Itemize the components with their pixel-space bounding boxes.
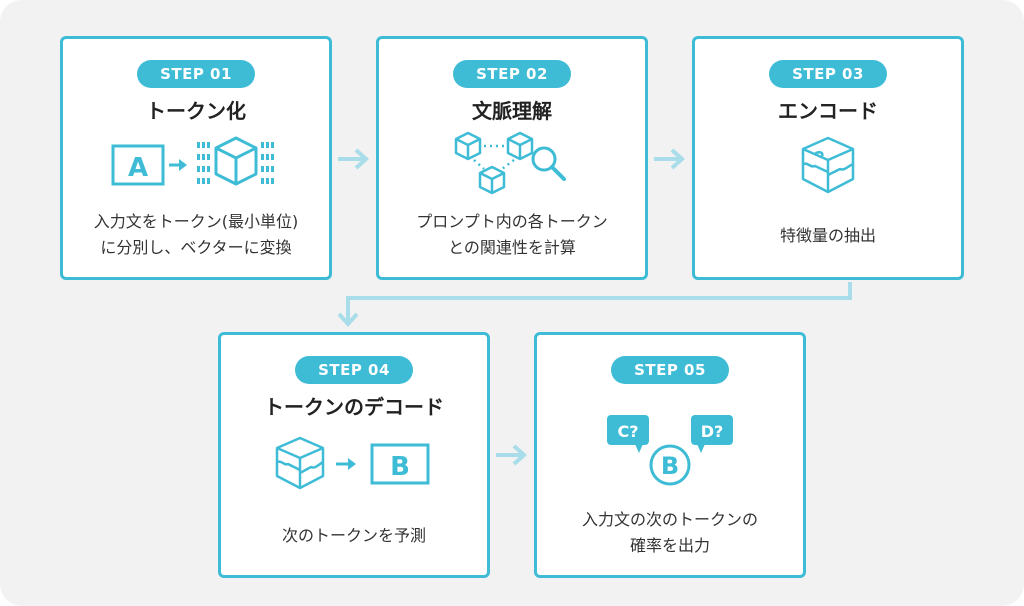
desc-line: との関連性を計算 xyxy=(448,238,576,257)
puzzle-cube-icon xyxy=(798,135,858,195)
bubble-text: D? xyxy=(701,422,724,441)
puzzle-cube-icon xyxy=(275,436,325,490)
elbow-connector-arrow-icon xyxy=(337,282,852,327)
step-badge: STEP 05 xyxy=(611,356,729,384)
step-title: トークンのデコード xyxy=(264,395,444,419)
step-title: トークン化 xyxy=(146,99,246,123)
step-badge: STEP 04 xyxy=(295,356,413,384)
desc-line: 次のトークンを予測 xyxy=(281,526,426,545)
arrow-right-icon xyxy=(169,159,187,171)
speech-bubble-icon: D? xyxy=(691,415,733,453)
desc-line: プロンプト内の各トークン xyxy=(416,212,608,231)
desc-line: 特徴量の抽出 xyxy=(779,226,876,245)
desc-line: に分別し、ベクターに変換 xyxy=(100,238,292,257)
tokenize-icon: A xyxy=(111,134,281,196)
step-title: 文脈理解 xyxy=(472,99,552,123)
network-cubes-icon xyxy=(454,131,534,195)
step-desc: 入力文をトークン(最小単位) に分別し、ベクターに変換 xyxy=(71,209,321,261)
arrow-right-icon xyxy=(338,148,369,170)
step-desc: 特徴量の抽出 xyxy=(703,223,953,249)
step-3-card: STEP 03 エンコード 特徴量の抽出 xyxy=(692,36,964,280)
speech-bubble-icon: C? xyxy=(607,415,649,453)
letter-box-icon: A xyxy=(111,144,165,186)
desc-line: 入力文の次のトークンの xyxy=(581,510,758,529)
letter-box-icon: B xyxy=(370,443,430,485)
binary-cube-icon xyxy=(197,136,274,186)
arrow-right-icon xyxy=(654,148,685,170)
step-title: エンコード xyxy=(778,99,878,123)
bubble-text: C? xyxy=(617,422,638,441)
step-desc: 次のトークンを予測 xyxy=(229,523,479,549)
step-desc: プロンプト内の各トークン との関連性を計算 xyxy=(387,209,637,261)
step-badge: STEP 02 xyxy=(453,60,571,88)
circle-letter-icon: B xyxy=(649,444,691,486)
desc-line: 入力文をトークン(最小単位) xyxy=(93,212,299,231)
context-icon xyxy=(452,129,572,199)
step-desc: 入力文の次のトークンの 確率を出力 xyxy=(545,507,795,559)
decode-icon: B xyxy=(274,435,434,495)
output-probability-icon: C? D? B xyxy=(605,411,735,487)
step-badge: STEP 01 xyxy=(137,60,255,88)
arrow-right-icon xyxy=(336,458,356,470)
step-badge: STEP 03 xyxy=(769,60,887,88)
icon-letter: A xyxy=(128,153,148,183)
step-1-card: STEP 01 トークン化 A xyxy=(60,36,332,280)
magnifier-icon xyxy=(531,146,566,181)
step-2-card: STEP 02 文脈理解 プロンプト内の各トークン との関連性 xyxy=(376,36,648,280)
icon-letter: B xyxy=(390,452,410,482)
step-4-card: STEP 04 トークンのデコード B xyxy=(218,332,490,578)
step-5-card: STEP 05 C? D? B 入力文の次のトークン xyxy=(534,332,806,578)
desc-line: 確率を出力 xyxy=(629,536,710,555)
circle-letter: B xyxy=(661,452,679,480)
arrow-right-icon xyxy=(496,444,527,466)
